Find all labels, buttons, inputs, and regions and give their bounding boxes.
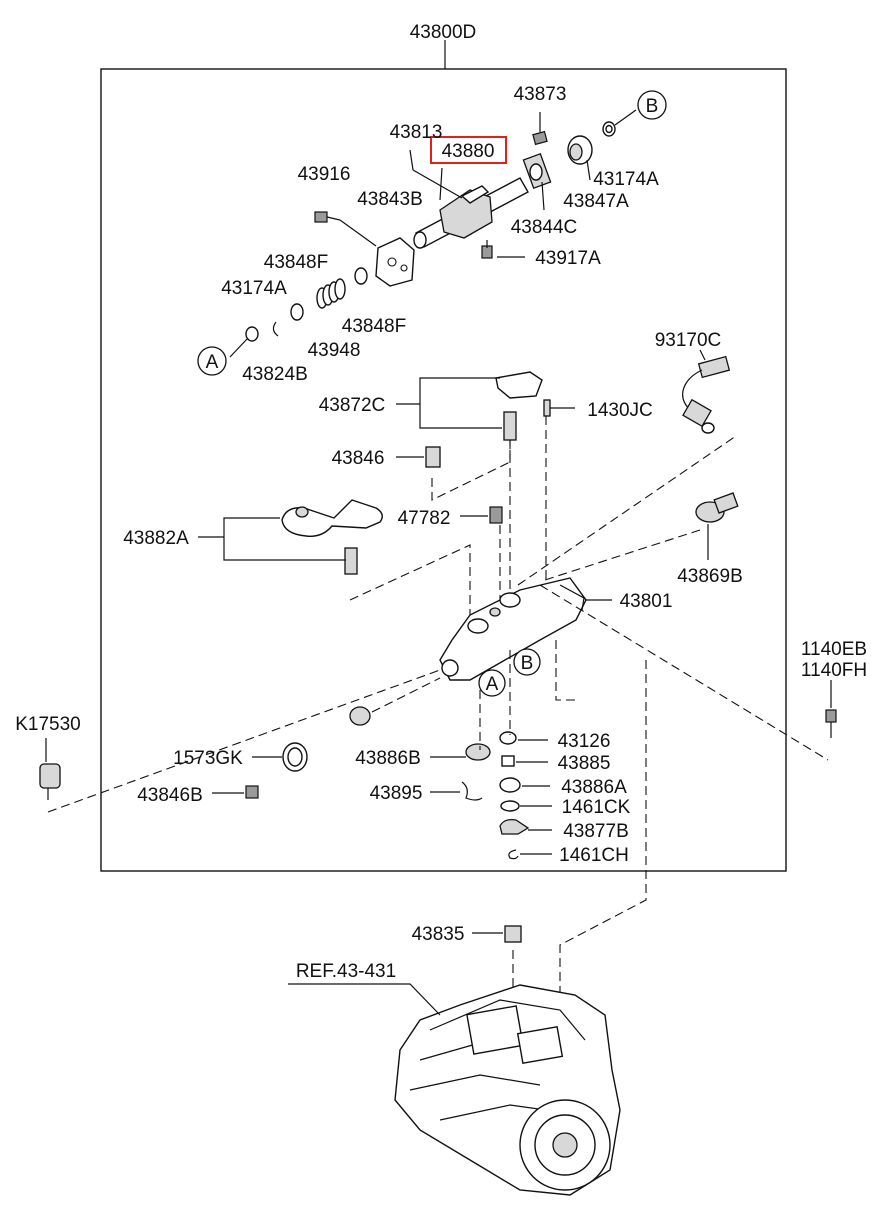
label-43846[interactable]: 43846 <box>332 448 385 469</box>
label-43916[interactable]: 43916 <box>298 164 351 185</box>
label-43877B[interactable]: 43877B <box>563 821 629 842</box>
label-A-left: A <box>206 352 219 373</box>
assembly-frame <box>100 68 787 872</box>
label-43824B[interactable]: 43824B <box>242 364 308 385</box>
label-1573GK[interactable]: 1573GK <box>173 748 243 769</box>
label-43948[interactable]: 43948 <box>308 340 361 361</box>
label-B-mid: B <box>521 653 534 674</box>
label-43174A-top[interactable]: 43174A <box>593 169 659 190</box>
label-43848F-a[interactable]: 43848F <box>264 252 328 273</box>
label-REF-43-431[interactable]: REF.43-431 <box>296 961 396 982</box>
label-1461CK[interactable]: 1461CK <box>562 797 631 818</box>
label-47782[interactable]: 47782 <box>398 508 451 529</box>
sensor-93170C <box>682 349 731 434</box>
label-43895[interactable]: 43895 <box>370 783 423 804</box>
part-43886B[interactable] <box>465 743 491 761</box>
label-43174A[interactable]: 43174A <box>221 278 287 299</box>
spring-43948 <box>316 278 346 309</box>
label-43801[interactable]: 43801 <box>620 591 673 612</box>
label-43848F-b[interactable]: 43848F <box>342 316 406 337</box>
transmission-case <box>394 984 621 1196</box>
label-43885[interactable]: 43885 <box>558 753 611 774</box>
label-43844C[interactable]: 43844C <box>511 217 578 238</box>
label-1140FH[interactable]: 1140FH <box>801 660 867 681</box>
label-K17530[interactable]: K17530 <box>15 714 81 735</box>
label-43872C[interactable]: 43872C <box>319 395 386 416</box>
label-1461CH[interactable]: 1461CH <box>559 845 629 866</box>
lever-43882A <box>198 499 383 575</box>
label-43847A[interactable]: 43847A <box>563 191 629 212</box>
label-43886B[interactable]: 43886B <box>355 748 421 769</box>
label-43813[interactable]: 43813 <box>390 122 443 143</box>
label-43846B[interactable]: 43846B <box>137 785 203 806</box>
bracket-43872C <box>396 371 543 441</box>
label-1430JC[interactable]: 1430JC <box>587 400 653 421</box>
label-B-top: B <box>646 96 659 117</box>
part-43880-lever[interactable] <box>439 189 493 239</box>
label-43880[interactable]: 43880 <box>442 141 495 162</box>
label-43917A[interactable]: 43917A <box>535 248 601 269</box>
label-43886A[interactable]: 43886A <box>561 777 627 798</box>
label-43843B[interactable]: 43843B <box>357 189 423 210</box>
highlight-box-43880 <box>430 136 507 164</box>
label-93170C[interactable]: 93170C <box>655 330 722 351</box>
label-43873[interactable]: 43873 <box>514 84 567 105</box>
shift-shaft-group <box>229 109 637 358</box>
label-43869B[interactable]: 43869B <box>677 566 743 587</box>
label-A-mid: A <box>486 674 499 695</box>
label-43882A[interactable]: 43882A <box>123 528 189 549</box>
label-43835[interactable]: 43835 <box>412 924 465 945</box>
label-1140EB[interactable]: 1140EB <box>801 639 867 660</box>
label-43126[interactable]: 43126 <box>558 731 611 752</box>
label-43800D[interactable]: 43800D <box>410 22 477 43</box>
